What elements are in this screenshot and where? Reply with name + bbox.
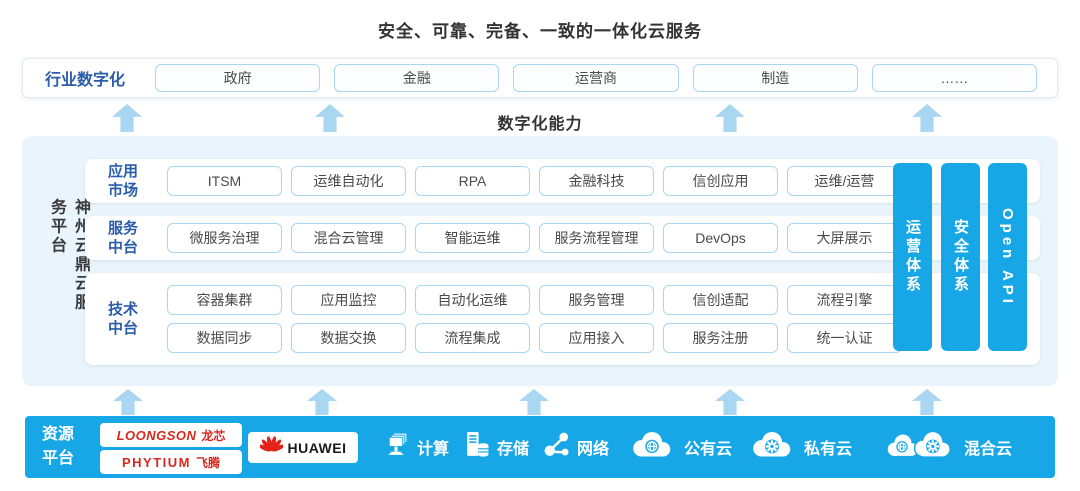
item-ops-automation: 运维自动化 xyxy=(291,166,406,196)
storage-icon xyxy=(463,431,490,463)
resource-item-label: 计算 xyxy=(417,441,450,458)
resource-item-public-cloud: 公有云 xyxy=(627,416,732,478)
resource-platform-bar: 资源 平台 LOONGSON 龙芯 PHYTIUM 飞腾 xyxy=(25,416,1055,478)
page-title: 安全、可靠、完备、一致的一体化云服务 xyxy=(378,22,702,41)
platform-name-vertical: 神州云鼎云服务平台 xyxy=(48,198,89,313)
item-service-mgmt: 服务管理 xyxy=(539,285,654,315)
industry-item-carrier: 运营商 xyxy=(513,64,679,92)
phytium-logo-text: PHYTIUM xyxy=(121,454,191,470)
industry-item-finance: 金融 xyxy=(334,64,500,92)
resource-item-label: 存储 xyxy=(497,441,530,458)
huawei-flower-icon xyxy=(257,434,285,462)
tech-middle-line1: 容器集群 应用监控 自动化运维 服务管理 信创适配 流程引擎 xyxy=(167,285,902,315)
item-rpa: RPA xyxy=(415,166,530,196)
hybrid-cloud-icon xyxy=(883,428,957,466)
item-service-flow-mgmt: 服务流程管理 xyxy=(539,223,654,253)
app-market-row: 应用 市场 ITSM 运维自动化 RPA 金融科技 信创应用 运维/运营 xyxy=(85,159,1040,203)
industry-item-more: …… xyxy=(871,64,1038,92)
up-arrow-icon xyxy=(307,389,337,415)
tech-middle-items: 容器集群 应用监控 自动化运维 服务管理 信创适配 流程引擎 数据同步 数据交换… xyxy=(167,285,902,353)
tech-middle-row: 技术 中台 容器集群 应用监控 自动化运维 服务管理 信创适配 流程引擎 数据同… xyxy=(85,273,1040,365)
industry-items: 政府 金融 运营商 制造 …… xyxy=(155,64,1038,92)
up-arrow-icon xyxy=(113,389,143,415)
item-itsm: ITSM xyxy=(167,166,282,196)
resource-item-label: 网络 xyxy=(577,441,610,458)
item-xinchuang-app: 信创应用 xyxy=(663,166,778,196)
item-xinchuang-adapt: 信创适配 xyxy=(663,285,778,315)
sidebar-operation-system: 运营体系 xyxy=(893,163,932,351)
loongson-logo: LOONGSON 龙芯 xyxy=(100,423,242,447)
resource-item-hybrid-cloud: 混合云 xyxy=(883,416,1012,478)
industry-item-manufacturing: 制造 xyxy=(692,64,858,92)
service-middle-items: 微服务治理 混合云管理 智能运维 服务流程管理 DevOps 大屏展示 xyxy=(167,223,902,253)
digital-capability-label: 数字化能力 xyxy=(497,116,583,133)
resource-item-storage: 存储 xyxy=(463,416,529,478)
item-service-registry: 服务注册 xyxy=(663,323,778,353)
resource-item-label: 公有云 xyxy=(684,441,733,458)
item-data-sync: 数据同步 xyxy=(167,323,282,353)
item-app-access: 应用接入 xyxy=(539,323,654,353)
resource-platform-label: 资源 平台 xyxy=(42,426,75,467)
phytium-logo-zh: 飞腾 xyxy=(195,455,220,470)
sidebar-open-api: Open API xyxy=(988,163,1027,351)
tech-middle-label: 技术 中台 xyxy=(107,300,138,338)
resource-item-private-cloud: 私有云 xyxy=(747,416,852,478)
service-middle-row: 服务 中台 微服务治理 混合云管理 智能运维 服务流程管理 DevOps 大屏展… xyxy=(85,216,1040,260)
private-cloud-icon xyxy=(747,428,797,466)
item-app-monitoring: 应用监控 xyxy=(291,285,406,315)
item-unified-auth: 统一认证 xyxy=(787,323,902,353)
huawei-logo: HUAWEI xyxy=(248,432,358,463)
phytium-logo: PHYTIUM 飞腾 xyxy=(100,450,242,474)
tech-middle-line2: 数据同步 数据交换 流程集成 应用接入 服务注册 统一认证 xyxy=(167,323,902,353)
item-fintech: 金融科技 xyxy=(539,166,654,196)
item-automated-ops: 自动化运维 xyxy=(415,285,530,315)
loongson-logo-text: LOONGSON xyxy=(116,427,197,443)
service-middle-label: 服务 中台 xyxy=(107,219,138,257)
huawei-logo-text: HUAWEI xyxy=(287,439,347,456)
app-market-label: 应用 市场 xyxy=(107,162,138,200)
item-microservice-gov: 微服务治理 xyxy=(167,223,282,253)
up-arrow-icon xyxy=(715,389,745,415)
up-arrow-icon xyxy=(912,389,942,415)
item-hybrid-cloud-mgmt: 混合云管理 xyxy=(291,223,406,253)
resource-item-compute: 计算 xyxy=(383,416,449,478)
item-smart-ops: 智能运维 xyxy=(415,223,530,253)
industry-row: 行业数字化 政府 金融 运营商 制造 …… xyxy=(22,58,1058,98)
item-container-cluster: 容器集群 xyxy=(167,285,282,315)
public-cloud-icon xyxy=(627,428,677,466)
item-process-engine: 流程引擎 xyxy=(787,285,902,315)
loongson-logo-zh: 龙芯 xyxy=(201,428,226,443)
industry-item-government: 政府 xyxy=(155,64,321,92)
item-devops: DevOps xyxy=(663,223,778,253)
sidebar-security-system: 安全体系 xyxy=(941,163,980,351)
resource-item-label: 私有云 xyxy=(804,441,853,458)
app-market-items: ITSM 运维自动化 RPA 金融科技 信创应用 运维/运营 xyxy=(167,166,902,196)
item-data-exchange: 数据交换 xyxy=(291,323,406,353)
up-arrow-icon xyxy=(519,389,549,415)
item-process-integration: 流程集成 xyxy=(415,323,530,353)
compute-icon xyxy=(383,431,410,463)
network-icon xyxy=(543,431,570,463)
industry-row-label: 行业数字化 xyxy=(45,72,126,89)
item-ops-operation: 运维/运营 xyxy=(787,166,902,196)
item-big-screen: 大屏展示 xyxy=(787,223,902,253)
resource-item-network: 网络 xyxy=(543,416,609,478)
platform-panel: 神州云鼎云服务平台 应用 市场 ITSM 运维自动化 RPA 金融科技 信创应用… xyxy=(22,136,1058,386)
resource-item-label: 混合云 xyxy=(964,441,1013,458)
